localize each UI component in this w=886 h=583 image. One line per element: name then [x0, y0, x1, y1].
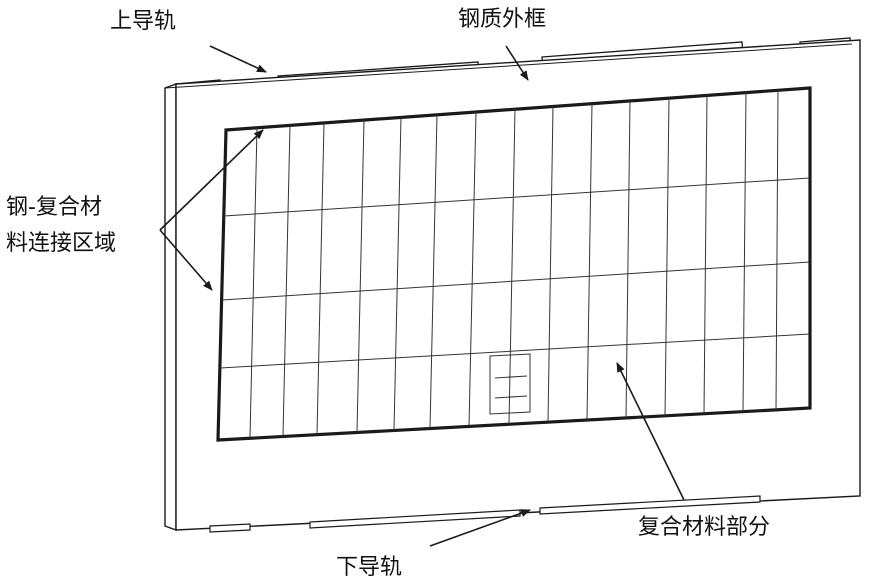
- arrow-connection-lower: [159, 229, 213, 291]
- arrow-top-rail: [209, 45, 267, 73]
- bottom-rail: [209, 495, 761, 533]
- composite-region-border: [216, 86, 812, 442]
- label-bottom-rail: 下导轨: [336, 555, 402, 580]
- label-connection-region-line1: 钢-复合材: [6, 195, 102, 220]
- label-connection-region-line2: 料连接区域: [6, 231, 116, 256]
- arrow-composite-part: [616, 362, 685, 501]
- arrow-steel-frame: [505, 45, 529, 81]
- label-top-rail: 上导轨: [110, 9, 176, 34]
- label-steel-frame: 钢质外框: [458, 7, 546, 32]
- composite-grid: [219, 89, 811, 439]
- arrow-bottom-rail: [429, 509, 531, 547]
- label-composite-part: 复合材料部分: [638, 515, 770, 540]
- leader-arrows: [159, 45, 685, 547]
- arrow-connection-upper: [159, 129, 264, 231]
